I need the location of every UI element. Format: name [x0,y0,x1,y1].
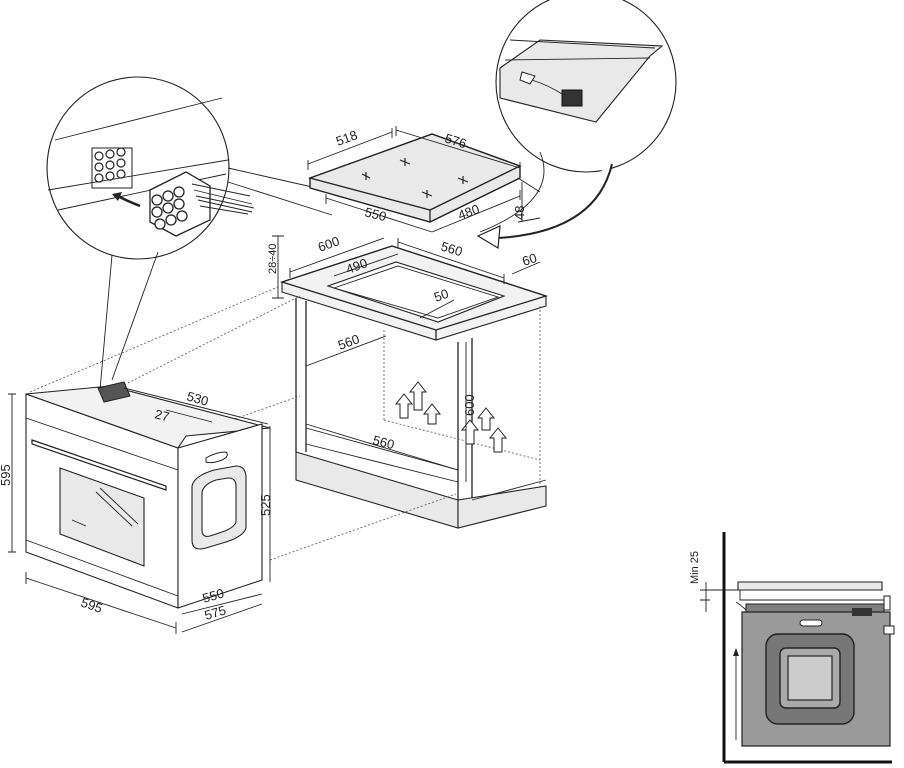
dim-oven-depth-575: 575 [203,602,228,622]
dim-hob-depth: 518 [334,127,360,149]
hob-drawing [307,126,541,233]
dim-niche-bottom-width: 560 [371,432,396,452]
dim-niche-depth: 560 [336,331,362,353]
dim-oven-depth-body: 530 [185,388,210,408]
dim-rear-gap: 60 [520,250,538,269]
dim-oven-side-height: 525 [258,494,273,516]
dim-hob-width: 576 [443,131,468,152]
dim-front-gap: 50 [432,286,451,305]
dim-oven-height: 595 [0,464,13,486]
dimension-labels: 595 595 530 27 525 550 575 518 576 550 4… [0,127,701,623]
airflow-arrows-icon [394,381,508,453]
oven-drawing [8,285,457,634]
cabinet-drawing [272,235,549,529]
hob-connector-magnifier [479,0,677,233]
dim-oven-panel-offset: 27 [153,406,171,424]
dim-cabinet-top-thickness: 28÷40 [267,243,279,274]
dim-oven-width: 595 [79,595,104,616]
dim-cutout-depth: 490 [344,255,370,277]
dim-hob-height: 48 [512,206,527,220]
side-section-drawing [700,532,895,764]
dim-niche-height: 600 [462,394,477,416]
plug-icon [149,171,255,237]
dim-cabinet-depth: 560 [439,239,464,260]
connector-detail-magnifier [46,76,371,391]
dim-hob-cutout-depth: 480 [456,201,482,223]
socket-icon [91,147,133,189]
dim-oven-depth-550: 550 [201,585,226,605]
curved-arrow-icon [497,163,613,239]
dim-hob-cutout-width: 550 [363,204,388,224]
dim-min-gap: Min 25 [689,551,701,584]
dim-cabinet-width: 600 [316,233,342,255]
